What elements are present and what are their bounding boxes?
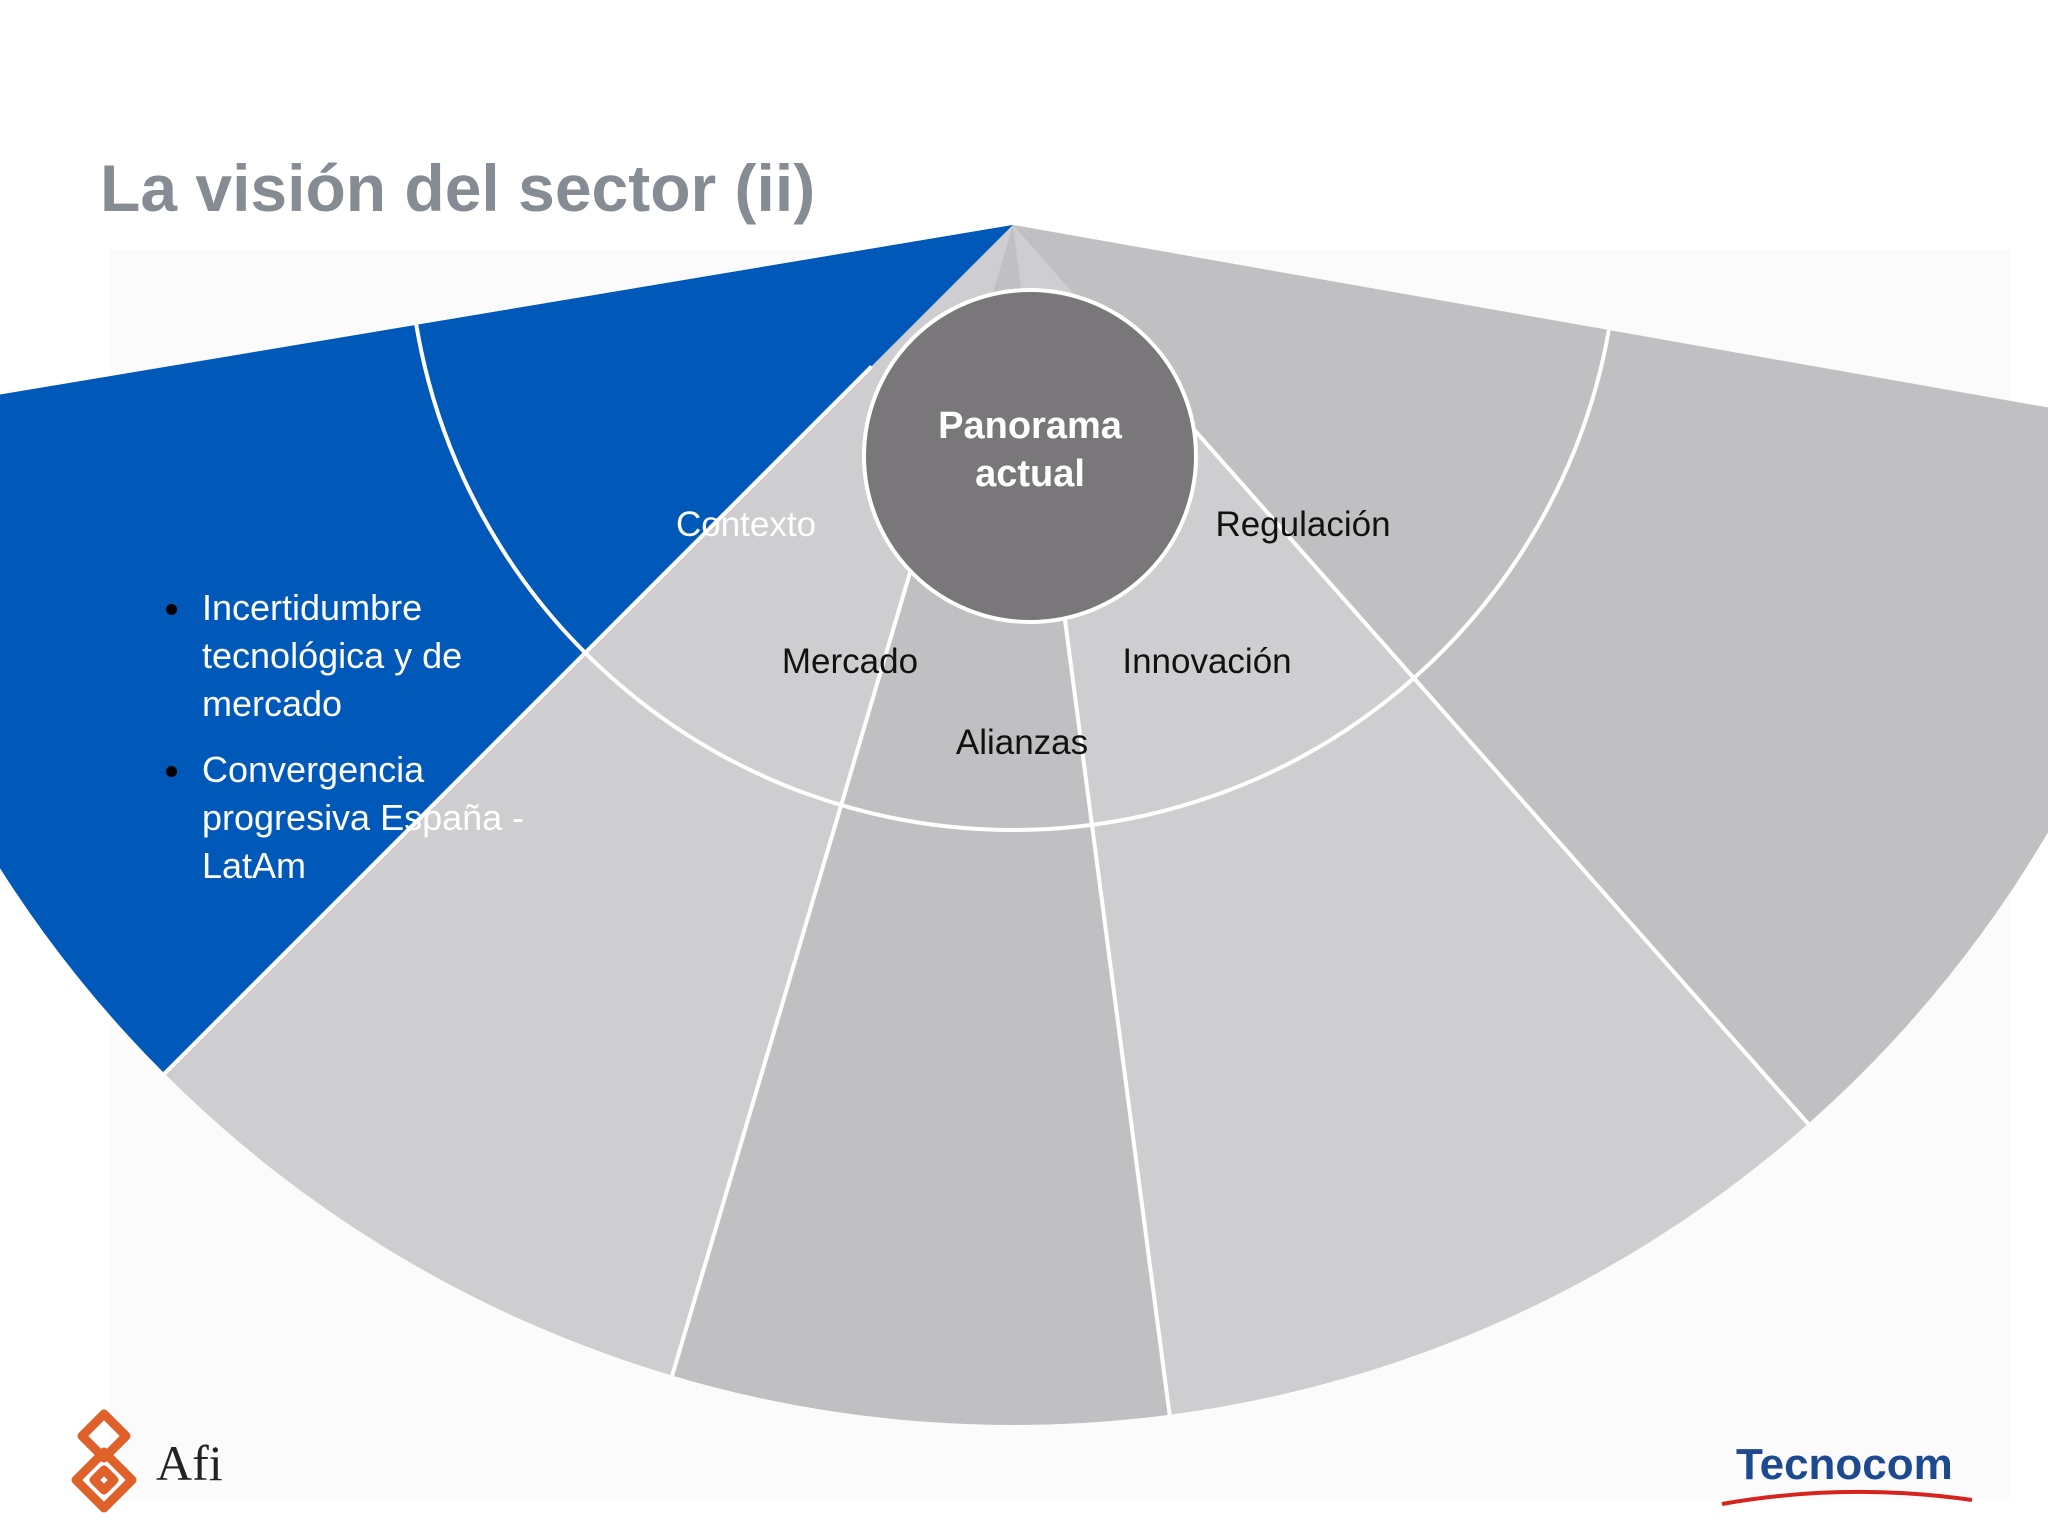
divider-line xyxy=(670,416,959,1377)
segment-label-innovación: Innovación xyxy=(1122,642,1291,681)
divider-line xyxy=(163,365,873,1075)
divider-line xyxy=(1144,373,1810,1126)
hub-label-line1: Panorama xyxy=(938,405,1123,447)
selected-segment-details: Incertidumbre tecnológica y de mercado C… xyxy=(158,584,598,908)
segment-label-mercado: Mercado xyxy=(782,642,918,681)
sector-inner-regulación[interactable] xyxy=(1013,225,1609,679)
afi-logo-text: Afi xyxy=(156,1435,223,1491)
divider-lines xyxy=(163,324,1810,1415)
detail-item: Convergencia progresiva España - LatAm xyxy=(158,746,598,890)
sector-inner-contexto[interactable] xyxy=(416,225,1013,653)
inner-ring-arc xyxy=(414,324,1611,832)
segment-label-contexto: Contexto xyxy=(676,505,816,544)
hub-label-line2: actual xyxy=(975,453,1085,495)
page-title: La visión del sector (ii) xyxy=(100,151,816,225)
tecnocom-swoosh-icon xyxy=(1721,1489,1973,1506)
detail-item: Incertidumbre tecnológica y de mercado xyxy=(158,584,598,728)
tecnocom-logo-text: Tecnocom xyxy=(1736,1440,1953,1489)
segment-label-alianzas: Alianzas xyxy=(956,723,1088,762)
afi-logo-icon xyxy=(71,1409,137,1513)
hub-circle[interactable] xyxy=(862,288,1198,624)
segment-label-regulación: Regulación xyxy=(1215,505,1390,544)
